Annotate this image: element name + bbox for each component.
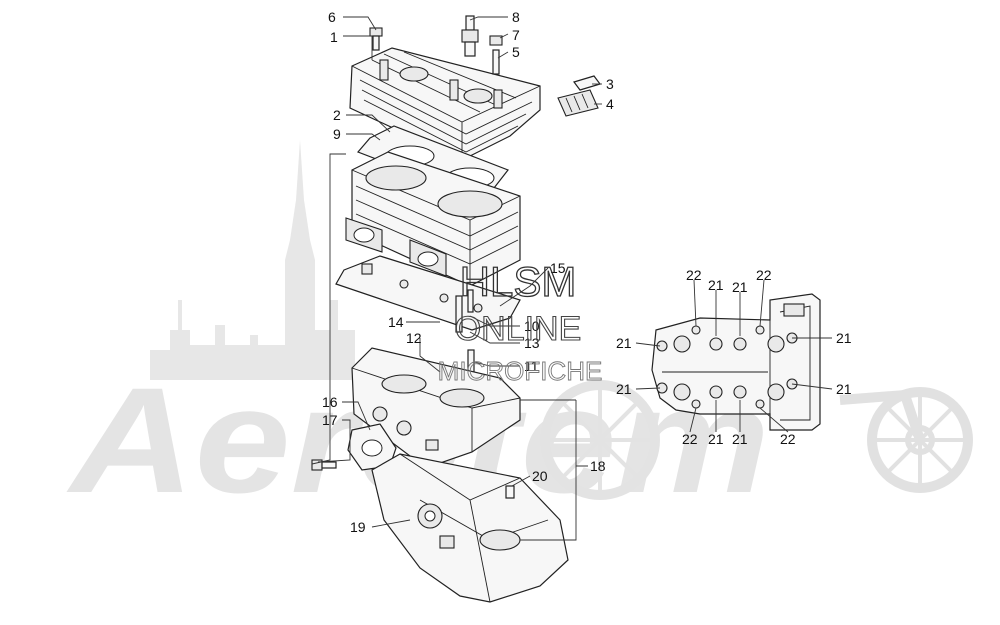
watermark-wheel <box>839 387 973 493</box>
cylinder-head <box>349 47 541 161</box>
callout-17: 17 <box>322 412 338 428</box>
callout-16: 16 <box>322 394 338 410</box>
crankcase-side-view <box>651 293 821 431</box>
callout-22-bottom-right: 22 <box>780 431 796 447</box>
studs <box>455 289 475 373</box>
base-gasket <box>335 255 521 331</box>
watermark-skyline <box>150 140 355 380</box>
callouts: 6 1 8 7 5 3 4 2 9 15 14 10 12 13 11 16 1… <box>322 9 852 535</box>
watermark-line1: HLSM <box>460 258 577 305</box>
callout-13: 13 <box>524 335 540 351</box>
callout-21-bottom-2: 21 <box>732 431 748 447</box>
callout-22-top-left: 22 <box>686 267 702 283</box>
callout-9: 9 <box>333 126 341 142</box>
watermark-text: HLSM ONLINE MICROFICHE <box>437 257 603 386</box>
callout-21-left-upper: 21 <box>616 335 632 351</box>
leader-lines <box>311 16 833 541</box>
rubber-blocks <box>557 75 601 117</box>
callout-12: 12 <box>406 330 422 346</box>
callout-21-bottom-1: 21 <box>708 431 724 447</box>
callout-20: 20 <box>532 468 548 484</box>
callout-21-top-1: 21 <box>708 277 724 293</box>
callout-10: 10 <box>524 318 540 334</box>
upper-crankcase <box>351 347 521 469</box>
callout-21-right-lower: 21 <box>836 381 852 397</box>
callout-1: 1 <box>330 29 338 45</box>
callout-2: 2 <box>333 107 341 123</box>
callout-14: 14 <box>388 314 404 330</box>
callout-21-left-lower: 21 <box>616 381 632 397</box>
flange-bolt <box>311 459 337 471</box>
watermark-line3: MICROFICHE <box>438 356 603 386</box>
callout-4: 4 <box>606 96 614 112</box>
callout-19: 19 <box>350 519 366 535</box>
head-bolt <box>369 27 383 51</box>
lower-crankcase <box>371 453 569 603</box>
cylinder-block <box>345 151 521 287</box>
callout-22-top-right: 22 <box>756 267 772 283</box>
callout-22-bottom-left: 22 <box>682 431 698 447</box>
callout-8: 8 <box>512 9 520 25</box>
callout-11: 11 <box>524 358 539 374</box>
callout-7: 7 <box>512 27 520 43</box>
callout-21-right-upper: 21 <box>836 330 852 346</box>
spark-plug <box>461 15 479 57</box>
callout-3: 3 <box>606 76 614 92</box>
watermark-rear-wheel <box>540 380 660 500</box>
nut-and-stud <box>489 35 503 75</box>
callout-18: 18 <box>590 458 606 474</box>
callout-6: 6 <box>328 9 336 25</box>
callout-21-top-2: 21 <box>732 279 748 295</box>
watermark-line2: ONLINE <box>455 310 582 348</box>
callout-5: 5 <box>512 44 520 60</box>
callout-15: 15 <box>550 260 566 276</box>
dowel-pin <box>505 485 515 499</box>
